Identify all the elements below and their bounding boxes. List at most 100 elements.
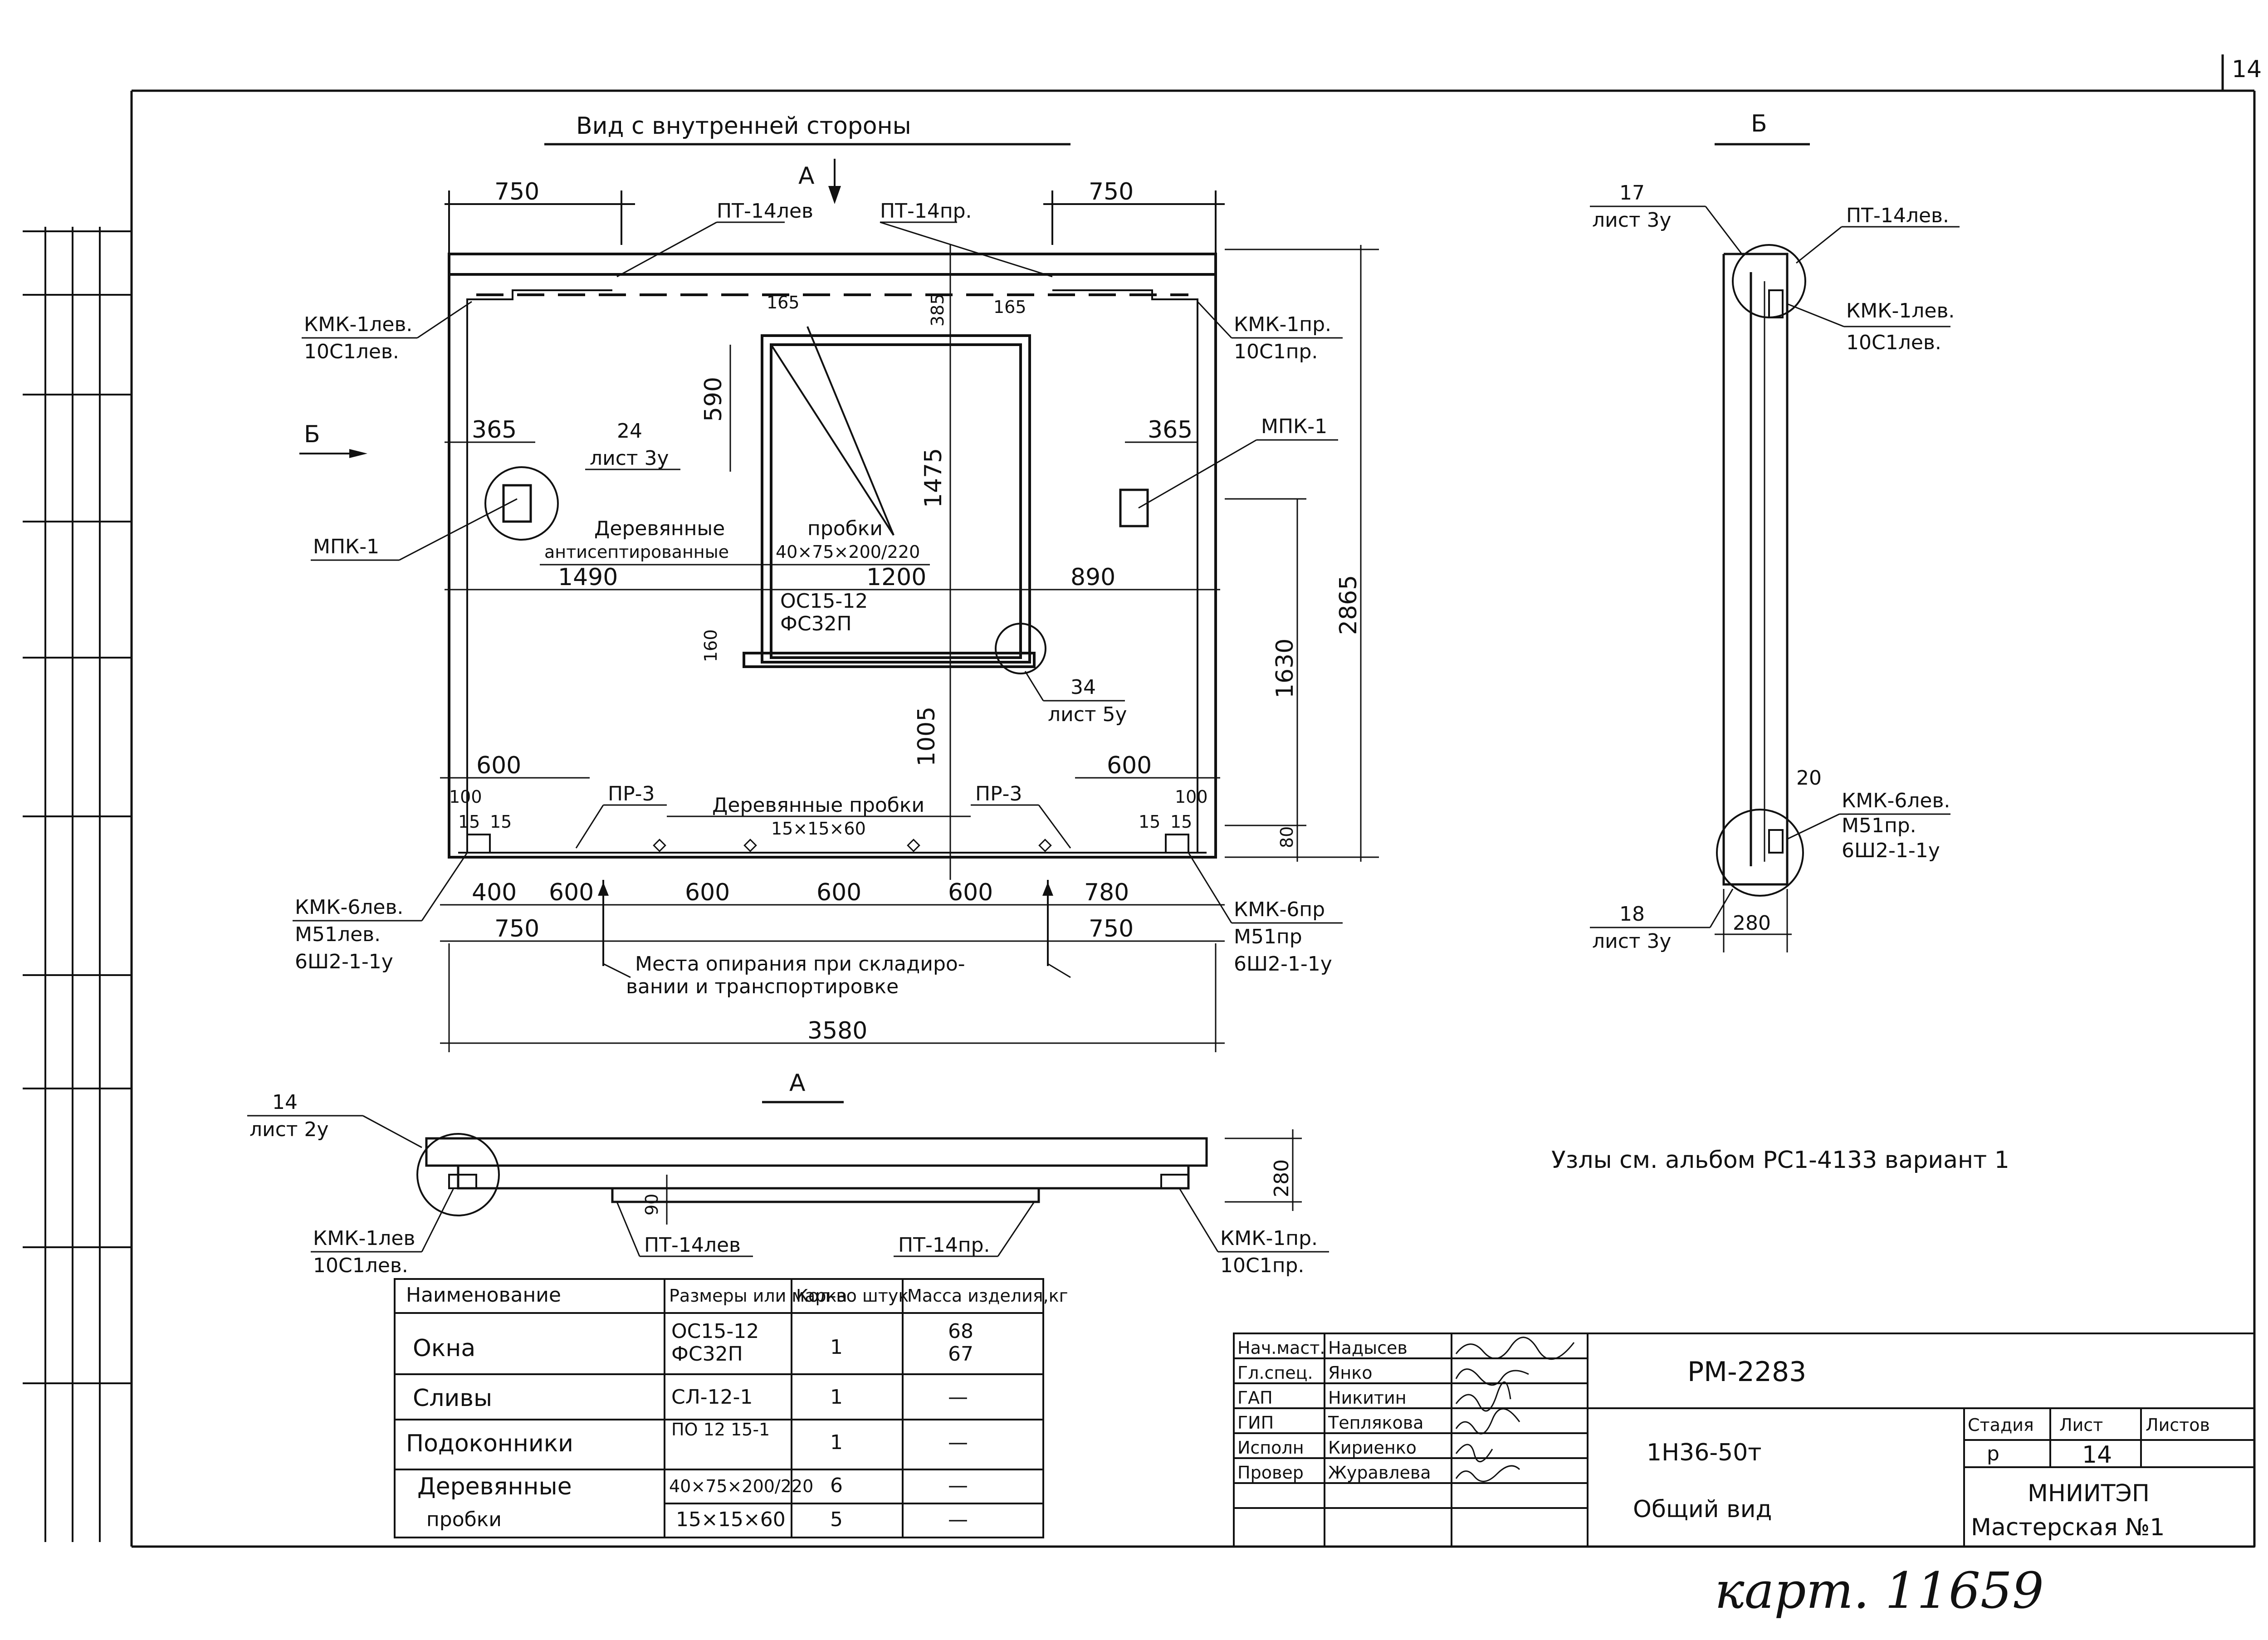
label-kmk1-right-a: КМК-1пр. [1220, 1227, 1318, 1250]
dim-1490: 1490 [558, 564, 618, 591]
dim-750-left: 750 [494, 178, 539, 205]
label-oc1-left-b: 10С1лев. [1846, 331, 1941, 354]
window-mark: ОС15-12 [780, 590, 868, 613]
dim-90: 90 [642, 1194, 662, 1215]
ref-18: 18 [1619, 903, 1645, 926]
row-windows-mark: ОС15-12 [671, 1320, 759, 1343]
dim-100-right: 100 [1175, 787, 1208, 807]
label-kmk6-left: КМК-6лев. [295, 896, 403, 919]
top-dimensions [445, 190, 1225, 254]
row-plugs2-name: пробки [426, 1508, 502, 1531]
ref-17-sheet: лист 3у [1592, 209, 1672, 232]
row-sills-qty: 1 [830, 1431, 843, 1454]
dim-385: 385 [928, 293, 948, 327]
dim-600-e: 600 [816, 879, 861, 906]
sheet-value: 14 [2082, 1441, 2112, 1469]
dim-165-left: 165 [767, 293, 800, 312]
label-oc1-right: 10С1пр. [1234, 340, 1318, 363]
dim-100-left: 100 [449, 787, 482, 807]
tb-role-3: ГИП [1237, 1413, 1274, 1433]
label-m51-right: М51пр [1234, 925, 1302, 948]
sheet-title: Общий вид [1633, 1496, 1772, 1523]
row-plugs2-mass: — [948, 1508, 968, 1531]
label-mpk1-left: МПК-1 [313, 535, 379, 558]
tb-name-2: Никитин [1328, 1388, 1407, 1408]
label-pr3-left: ПР-3 [608, 782, 655, 805]
window-mark-2: ФС32П [780, 612, 852, 635]
ref-34: 34 [1070, 676, 1096, 699]
note-wood-plugs-2: пробки [807, 517, 883, 540]
label-oc1-right-a: 10С1пр. [1220, 1254, 1304, 1277]
table-header-mark: Размеры или марка [669, 1286, 847, 1306]
ref-14: 14 [272, 1091, 298, 1114]
table-header-qty: Кол-во штук [796, 1286, 909, 1306]
spec-table [394, 1278, 1044, 1538]
dim-890: 890 [1070, 564, 1115, 591]
label-pt14-left: ПТ-14лев [717, 200, 813, 223]
dim-365-right: 365 [1148, 416, 1193, 444]
label-kmk1-right: КМК-1пр. [1234, 313, 1331, 336]
dim-750-d: 750 [1089, 915, 1134, 942]
label-pt14-left-a: ПТ-14лев [644, 1234, 741, 1257]
row-sills-mass: — [948, 1431, 968, 1454]
label-kmk1-left: КМК-1лев. [304, 313, 412, 336]
row-drips-mass: — [948, 1386, 968, 1409]
handwritten-card-number: карт. 11659 [1715, 1562, 2044, 1620]
ref-24: 24 [617, 420, 642, 443]
note-antiseptic: антисептированные [544, 542, 729, 562]
row-sills-mark: ПО 12 15-1 [671, 1420, 770, 1440]
dim-600-f: 600 [948, 879, 993, 906]
sheets-label: Листов [2146, 1415, 2210, 1435]
note-plug-size: 40×75×200/220 [776, 542, 920, 562]
dim-15-a: 15 [458, 812, 480, 832]
dim-750-c: 750 [494, 915, 539, 942]
product-code: 1Н36-50т [1647, 1439, 1762, 1466]
title-block [1233, 1332, 2255, 1547]
note-wood-plugs: Деревянные [594, 517, 725, 540]
label-mpk1-right: МПК-1 [1261, 415, 1327, 438]
support-note-2: вании и транспортировке [626, 975, 899, 998]
row-windows-mass2: 67 [948, 1342, 973, 1366]
arrow-icon [828, 186, 841, 204]
label-sh-left: 6Ш2-1-1у [295, 950, 393, 973]
node-18-callout [1716, 809, 1804, 897]
dim-600-c: 600 [549, 879, 594, 906]
row-windows-mass: 68 [948, 1320, 973, 1343]
ref-18-sheet: лист 3у [1592, 930, 1672, 953]
row-windows-mark2: ФС32П [671, 1342, 743, 1366]
dim-400: 400 [472, 879, 517, 906]
dim-160: 160 [701, 629, 721, 662]
dim-365-left: 365 [472, 416, 517, 444]
tb-role-1: Гл.спец. [1237, 1363, 1313, 1383]
label-kmk1-left-b: КМК-1лев. [1846, 299, 1955, 322]
row-plugs-name: Деревянные [417, 1473, 572, 1500]
tb-name-1: Янко [1328, 1363, 1372, 1383]
workshop: Мастерская №1 [1971, 1514, 2165, 1541]
page-number: 14 [2232, 56, 2262, 83]
mpk-right-plate [1119, 488, 1149, 527]
panel-outline [448, 253, 1217, 859]
section-b [1722, 253, 1789, 886]
dim-20: 20 [1796, 766, 1822, 790]
binding-strip [23, 227, 132, 1542]
view-b-title: Б [1751, 110, 1767, 137]
dim-600-right: 600 [1107, 752, 1152, 779]
dim-80: 80 [1277, 826, 1297, 848]
row-drips-qty: 1 [830, 1386, 843, 1409]
row-plugs-mark: 40×75×200/220 [669, 1476, 813, 1496]
embed-left [466, 834, 491, 854]
dim-165-right: 165 [993, 297, 1026, 317]
table-header-name: Наименование [406, 1284, 561, 1307]
table-header-mass: Масса изделия,кг [907, 1286, 1068, 1306]
dim-15-b: 15 [490, 812, 512, 832]
ref-24-sheet: лист 3у [590, 447, 669, 470]
dim-600-d: 600 [685, 879, 730, 906]
row-plugs2-mark: 15×15×60 [676, 1508, 786, 1531]
label-pt14-right: ПТ-14пр. [880, 200, 972, 223]
dim-1475: 1475 [920, 448, 947, 508]
sheet-label: Лист [2059, 1415, 2103, 1435]
support-note: Места опирания при складиро- [635, 952, 965, 976]
tb-name-3: Теплякова [1328, 1413, 1423, 1433]
dim-1005: 1005 [913, 707, 940, 766]
